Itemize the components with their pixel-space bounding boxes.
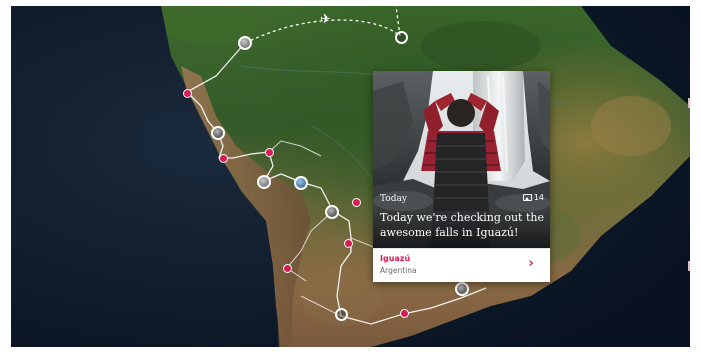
plane-icon: ✈ (320, 12, 331, 27)
story-card[interactable]: Today 14 Today we're checking out the aw… (373, 71, 550, 282)
photo-icon (522, 194, 532, 201)
location-country: Argentina (380, 266, 417, 275)
photo-marker-peru-north[interactable] (211, 126, 225, 140)
photo-marker-northwest[interactable] (238, 36, 252, 50)
stop-marker-andes-1[interactable] (264, 147, 274, 157)
photo-marker-bolivia[interactable] (325, 205, 339, 219)
location-name: Iguazú (380, 254, 411, 263)
stop-marker-colombia[interactable] (182, 88, 192, 98)
stop-marker-south-brazil[interactable] (399, 308, 409, 318)
photo-marker-cusco[interactable] (257, 175, 271, 189)
story-date: Today (380, 194, 407, 204)
photo-count-value: 14 (533, 193, 544, 202)
edge-indicator (688, 98, 690, 108)
stop-marker-chile-north[interactable] (282, 263, 292, 273)
photo-marker-uruguay[interactable] (455, 282, 469, 296)
location-footer[interactable]: Iguazú Argentina › (373, 248, 550, 282)
photo-count: 14 (522, 193, 544, 202)
chevron-right-icon[interactable]: › (528, 256, 534, 271)
stop-marker-paraguay[interactable] (351, 197, 361, 207)
travel-map[interactable]: ✈ (11, 6, 690, 347)
stop-marker-peru-coast[interactable] (218, 153, 228, 163)
photo-marker-amazon[interactable] (394, 30, 408, 44)
photo-marker-titicaca[interactable] (294, 176, 308, 190)
photo-marker-buenos-aires[interactable] (334, 307, 348, 321)
map-terrain (11, 6, 690, 347)
edge-indicator (688, 261, 690, 271)
stop-marker-north-argentina[interactable] (343, 238, 353, 248)
story-text: Today we're checking out the awesome fal… (380, 211, 544, 239)
